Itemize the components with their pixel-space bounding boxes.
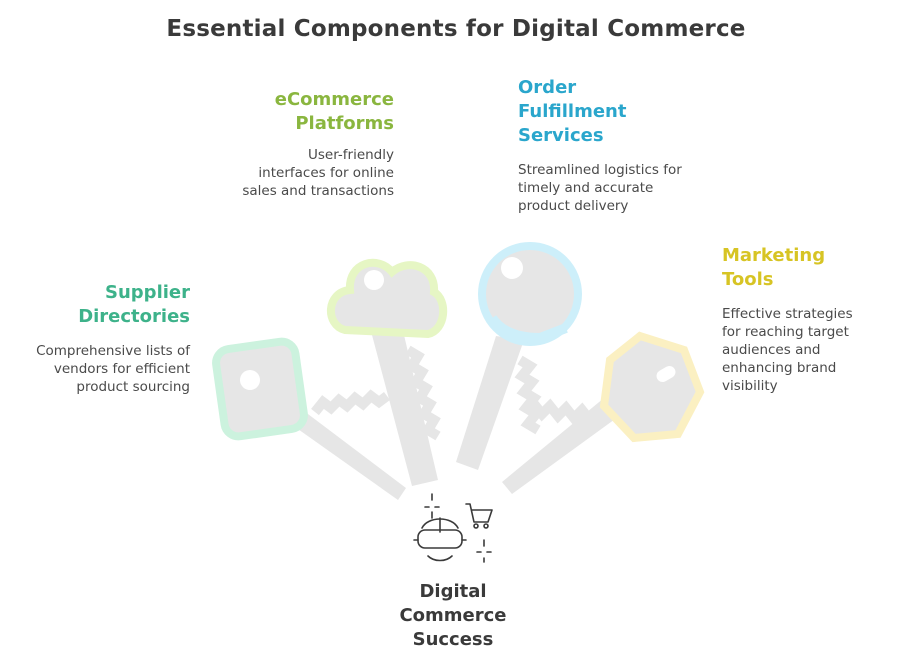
supplier-desc: Comprehensive lists of vendors for effic… <box>36 343 190 395</box>
marketing-heading: Marketing Tools <box>722 245 826 290</box>
marketing-desc: Effective strategies for reaching target… <box>722 306 853 394</box>
ecommerce-key <box>326 258 448 486</box>
fulfillment-heading: Order Fulfillment Services <box>518 77 627 146</box>
vr-cart-icon <box>413 493 493 563</box>
ecommerce-desc: User-friendly interfaces for online sale… <box>242 147 394 199</box>
fulfillment-desc: Streamlined logistics for timely and acc… <box>518 162 682 214</box>
page-title: Essential Components for Digital Commerc… <box>166 16 746 42</box>
supplier-heading: Supplier Directories <box>78 282 190 327</box>
supplier-key <box>212 337 406 500</box>
marketing-key <box>502 331 705 494</box>
fulfillment-key <box>456 242 582 470</box>
ecommerce-heading: eCommerce Platforms <box>274 89 394 134</box>
center-label: Digital Commerce Success <box>399 581 507 650</box>
